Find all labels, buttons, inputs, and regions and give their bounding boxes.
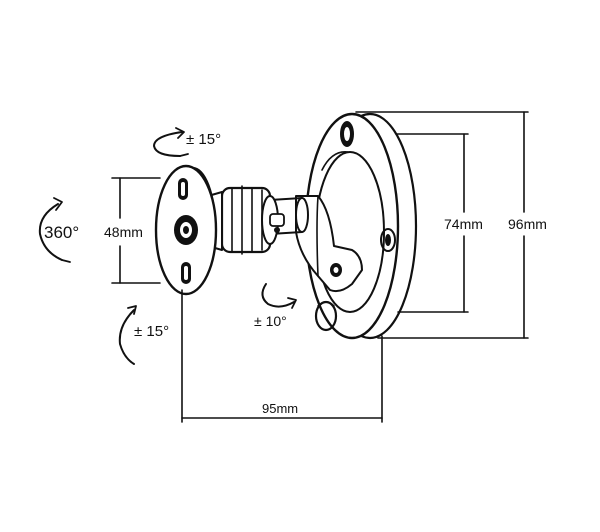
arrow-tilt-mid-icon — [261, 283, 297, 309]
rotation-arrows — [38, 127, 297, 365]
plate-center-screw — [174, 215, 198, 245]
base-right-hole — [380, 228, 396, 252]
label-dim-plate-height: 48mm — [104, 224, 143, 240]
labels: 360° ± 15° ± 15° ± 10° 48mm 74mm 96mm 95… — [44, 131, 547, 416]
label-dim-depth: 95mm — [262, 401, 298, 416]
dimension-lines — [111, 111, 529, 423]
arrow-tilt-left-icon — [118, 305, 137, 365]
dim-depth — [181, 289, 383, 423]
base-top-hole — [340, 121, 354, 147]
arrow-tilt-top-icon — [153, 127, 189, 157]
label-dim-base-outer: 96mm — [508, 216, 547, 232]
label-tilt-mid: ± 10° — [254, 313, 287, 329]
lock-nut — [207, 185, 285, 255]
label-dim-base-inner: 74mm — [444, 216, 483, 232]
mount-arm — [269, 195, 363, 293]
dim-base-inner — [395, 133, 469, 313]
base-bottom-loop — [314, 300, 338, 332]
label-rotation-360: 360° — [44, 223, 79, 242]
plate-top-slot — [178, 178, 188, 200]
label-tilt-top: ± 15° — [186, 131, 221, 148]
mounting-plate — [154, 164, 218, 296]
dim-base-outer — [355, 111, 529, 339]
label-tilt-left: ± 15° — [134, 323, 169, 340]
dim-plate-height — [111, 177, 161, 284]
plate-bottom-slot — [181, 262, 191, 284]
arrow-360-icon — [38, 197, 71, 263]
